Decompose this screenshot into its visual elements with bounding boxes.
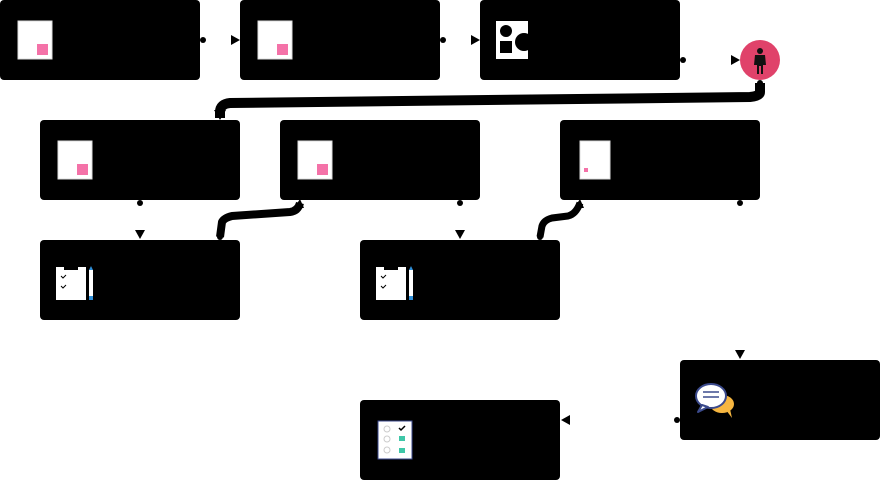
process-node-5[interactable] [280, 120, 480, 200]
process-node-1[interactable] [0, 0, 200, 80]
small-document-icon [579, 140, 611, 180]
process-node-4[interactable] [40, 120, 240, 200]
person-icon [754, 48, 766, 74]
connector-n9-n10 [561, 415, 680, 425]
chat-bubbles-icon [695, 383, 734, 418]
connector-n8-n6 [536, 199, 584, 240]
document-icon [57, 140, 93, 180]
connector-n4-n7 [135, 200, 145, 239]
connector-n3-actor [680, 55, 740, 65]
actor-node[interactable] [740, 40, 780, 80]
document-icon [297, 140, 333, 180]
clipboard-pencil-icon [56, 265, 93, 300]
document-icon [257, 20, 293, 60]
connector-n6-n9 [735, 200, 745, 359]
process-node-10[interactable] [360, 400, 560, 480]
process-node-9[interactable] [680, 360, 880, 440]
process-node-6[interactable] [560, 120, 760, 200]
connector-n2-n3 [440, 35, 480, 45]
connector-n1-n2 [200, 35, 240, 45]
document-icon [17, 20, 53, 60]
process-node-2[interactable] [240, 0, 440, 80]
process-node-7[interactable] [40, 240, 240, 320]
process-node-3[interactable] [480, 0, 680, 80]
connector-actor-n4 [214, 80, 765, 120]
process-node-8[interactable] [360, 240, 560, 320]
connector-n7-n5 [216, 199, 304, 240]
clipboard-pencil-icon [376, 265, 413, 300]
shapes-icon [496, 21, 533, 59]
connector-n5-n8 [455, 200, 465, 239]
checklist-icon [377, 420, 413, 460]
